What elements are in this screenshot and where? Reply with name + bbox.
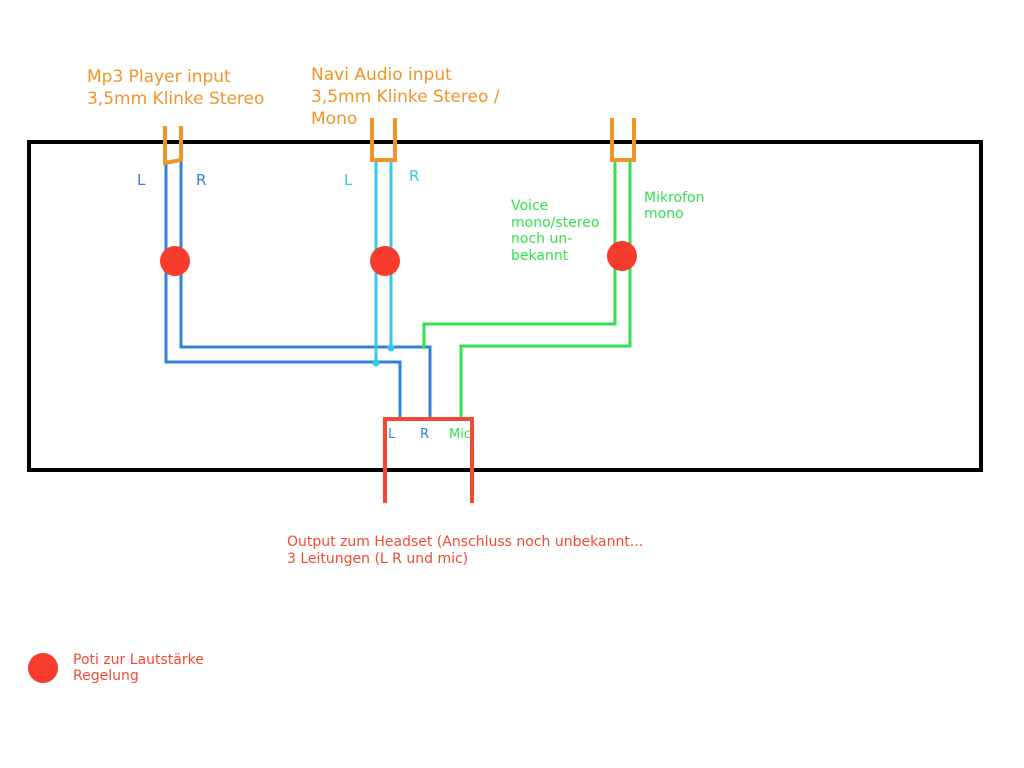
voice-jack bbox=[610, 118, 636, 162]
output-pin-l: L bbox=[388, 427, 396, 442]
mikrofon-label-line2: mono bbox=[644, 206, 684, 222]
output-pin-mic: Mic bbox=[449, 427, 471, 442]
mp3-left-label: L bbox=[137, 171, 146, 189]
navi-poti-icon bbox=[370, 246, 400, 276]
legend-label-line2: Regelung bbox=[73, 668, 139, 684]
mp3-title: Mp3 Player input bbox=[87, 67, 231, 87]
navi-left-label: L bbox=[344, 171, 353, 189]
output-caption-line2: 3 Leitungen (L R und mic) bbox=[287, 551, 468, 567]
legend-poti-icon bbox=[28, 653, 58, 683]
voice-label-line2: mono/stereo bbox=[511, 215, 599, 231]
voice-wire bbox=[422, 160, 617, 349]
legend-label-line1: Poti zur Lautstärke bbox=[73, 652, 204, 668]
enclosure-box bbox=[27, 140, 983, 472]
mikrofon-label-line1: Mikrofon bbox=[644, 190, 704, 206]
navi-spec-mono: Mono bbox=[311, 109, 357, 129]
voice-label-line3: noch un- bbox=[511, 231, 572, 247]
output-caption-line1: Output zum Headset (Anschluss noch unbek… bbox=[287, 534, 643, 550]
navi-spec: 3,5mm Klinke Stereo / bbox=[311, 87, 500, 107]
voice-label-line4: bekannt bbox=[511, 248, 569, 264]
navi-title: Navi Audio input bbox=[311, 65, 452, 85]
voice-label-line1: Voice bbox=[511, 198, 548, 214]
mp3-left-wire bbox=[164, 163, 402, 420]
mp3-right-wire bbox=[179, 150, 432, 420]
voice-poti-icon bbox=[607, 241, 637, 271]
mp3-jack bbox=[163, 126, 183, 166]
navi-left-junction bbox=[372, 359, 380, 367]
navi-right-junction bbox=[387, 344, 395, 352]
output-pin-r: R bbox=[420, 427, 429, 442]
mp3-spec: 3,5mm Klinke Stereo bbox=[87, 89, 264, 109]
navi-right-label: R bbox=[409, 167, 419, 185]
mp3-poti-icon bbox=[160, 246, 190, 276]
output-connector bbox=[383, 417, 474, 503]
mp3-right-label: R bbox=[196, 171, 206, 189]
navi-jack bbox=[370, 118, 397, 162]
